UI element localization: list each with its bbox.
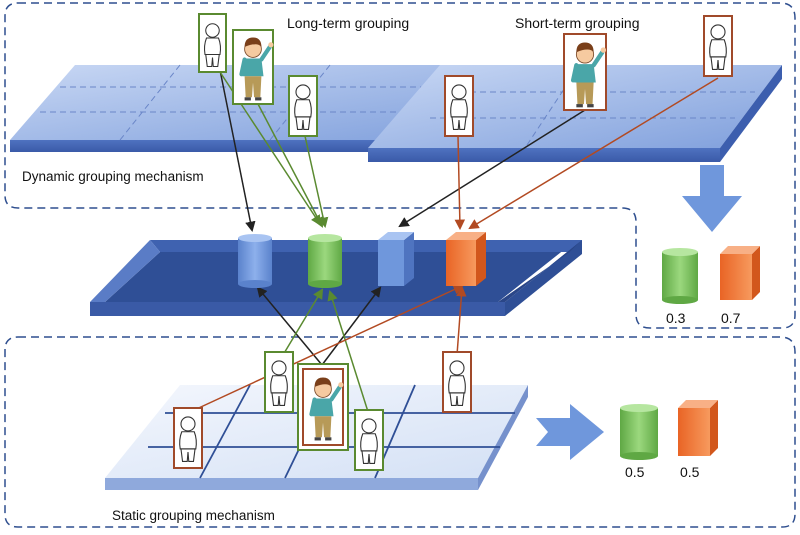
cube-icon: [678, 400, 718, 456]
cylinder-icon: [308, 234, 342, 288]
short-term-label: Short-term grouping: [515, 15, 640, 31]
person-icon: [270, 360, 288, 406]
long-term-figures: [198, 13, 318, 137]
dynamic-region-outline: [4, 2, 796, 329]
dynamic-weight-orange: 0.7: [721, 310, 741, 326]
connections-static: [189, 284, 467, 419]
person-icon: [450, 84, 468, 130]
static-weights: [620, 400, 718, 460]
dynamic-mechanism-label: Dynamic grouping mechanism: [22, 169, 204, 184]
arrow-icon: [536, 404, 604, 460]
dynamic-weights: [662, 246, 760, 304]
static-grid-panel: [105, 384, 528, 490]
dynamic-weight-green: 0.3: [666, 310, 686, 326]
person-icon: [448, 360, 466, 406]
static-weight-orange: 0.5: [680, 464, 700, 480]
cylinder-icon: [620, 404, 658, 460]
static-figures: [173, 351, 472, 471]
person-icon: [179, 416, 197, 462]
cube-icon: [378, 232, 414, 286]
connections-dynamic: [219, 69, 719, 233]
cube-icon: [720, 246, 760, 300]
person-icon: [203, 23, 222, 68]
person-icon: [709, 24, 727, 70]
short-term-figures: [444, 15, 733, 137]
middle-shapes: [238, 232, 486, 288]
person-icon: [360, 418, 378, 464]
cylinder-icon: [238, 234, 272, 288]
static-region-outline: [4, 336, 796, 528]
static-weight-green: 0.5: [625, 464, 645, 480]
arrow-icon: [682, 165, 742, 232]
cube-icon: [446, 232, 486, 286]
static-mechanism-label: Static grouping mechanism: [112, 508, 275, 523]
long-term-label: Long-term grouping: [287, 15, 409, 31]
cylinder-icon: [662, 248, 698, 304]
person-icon: [294, 84, 312, 130]
